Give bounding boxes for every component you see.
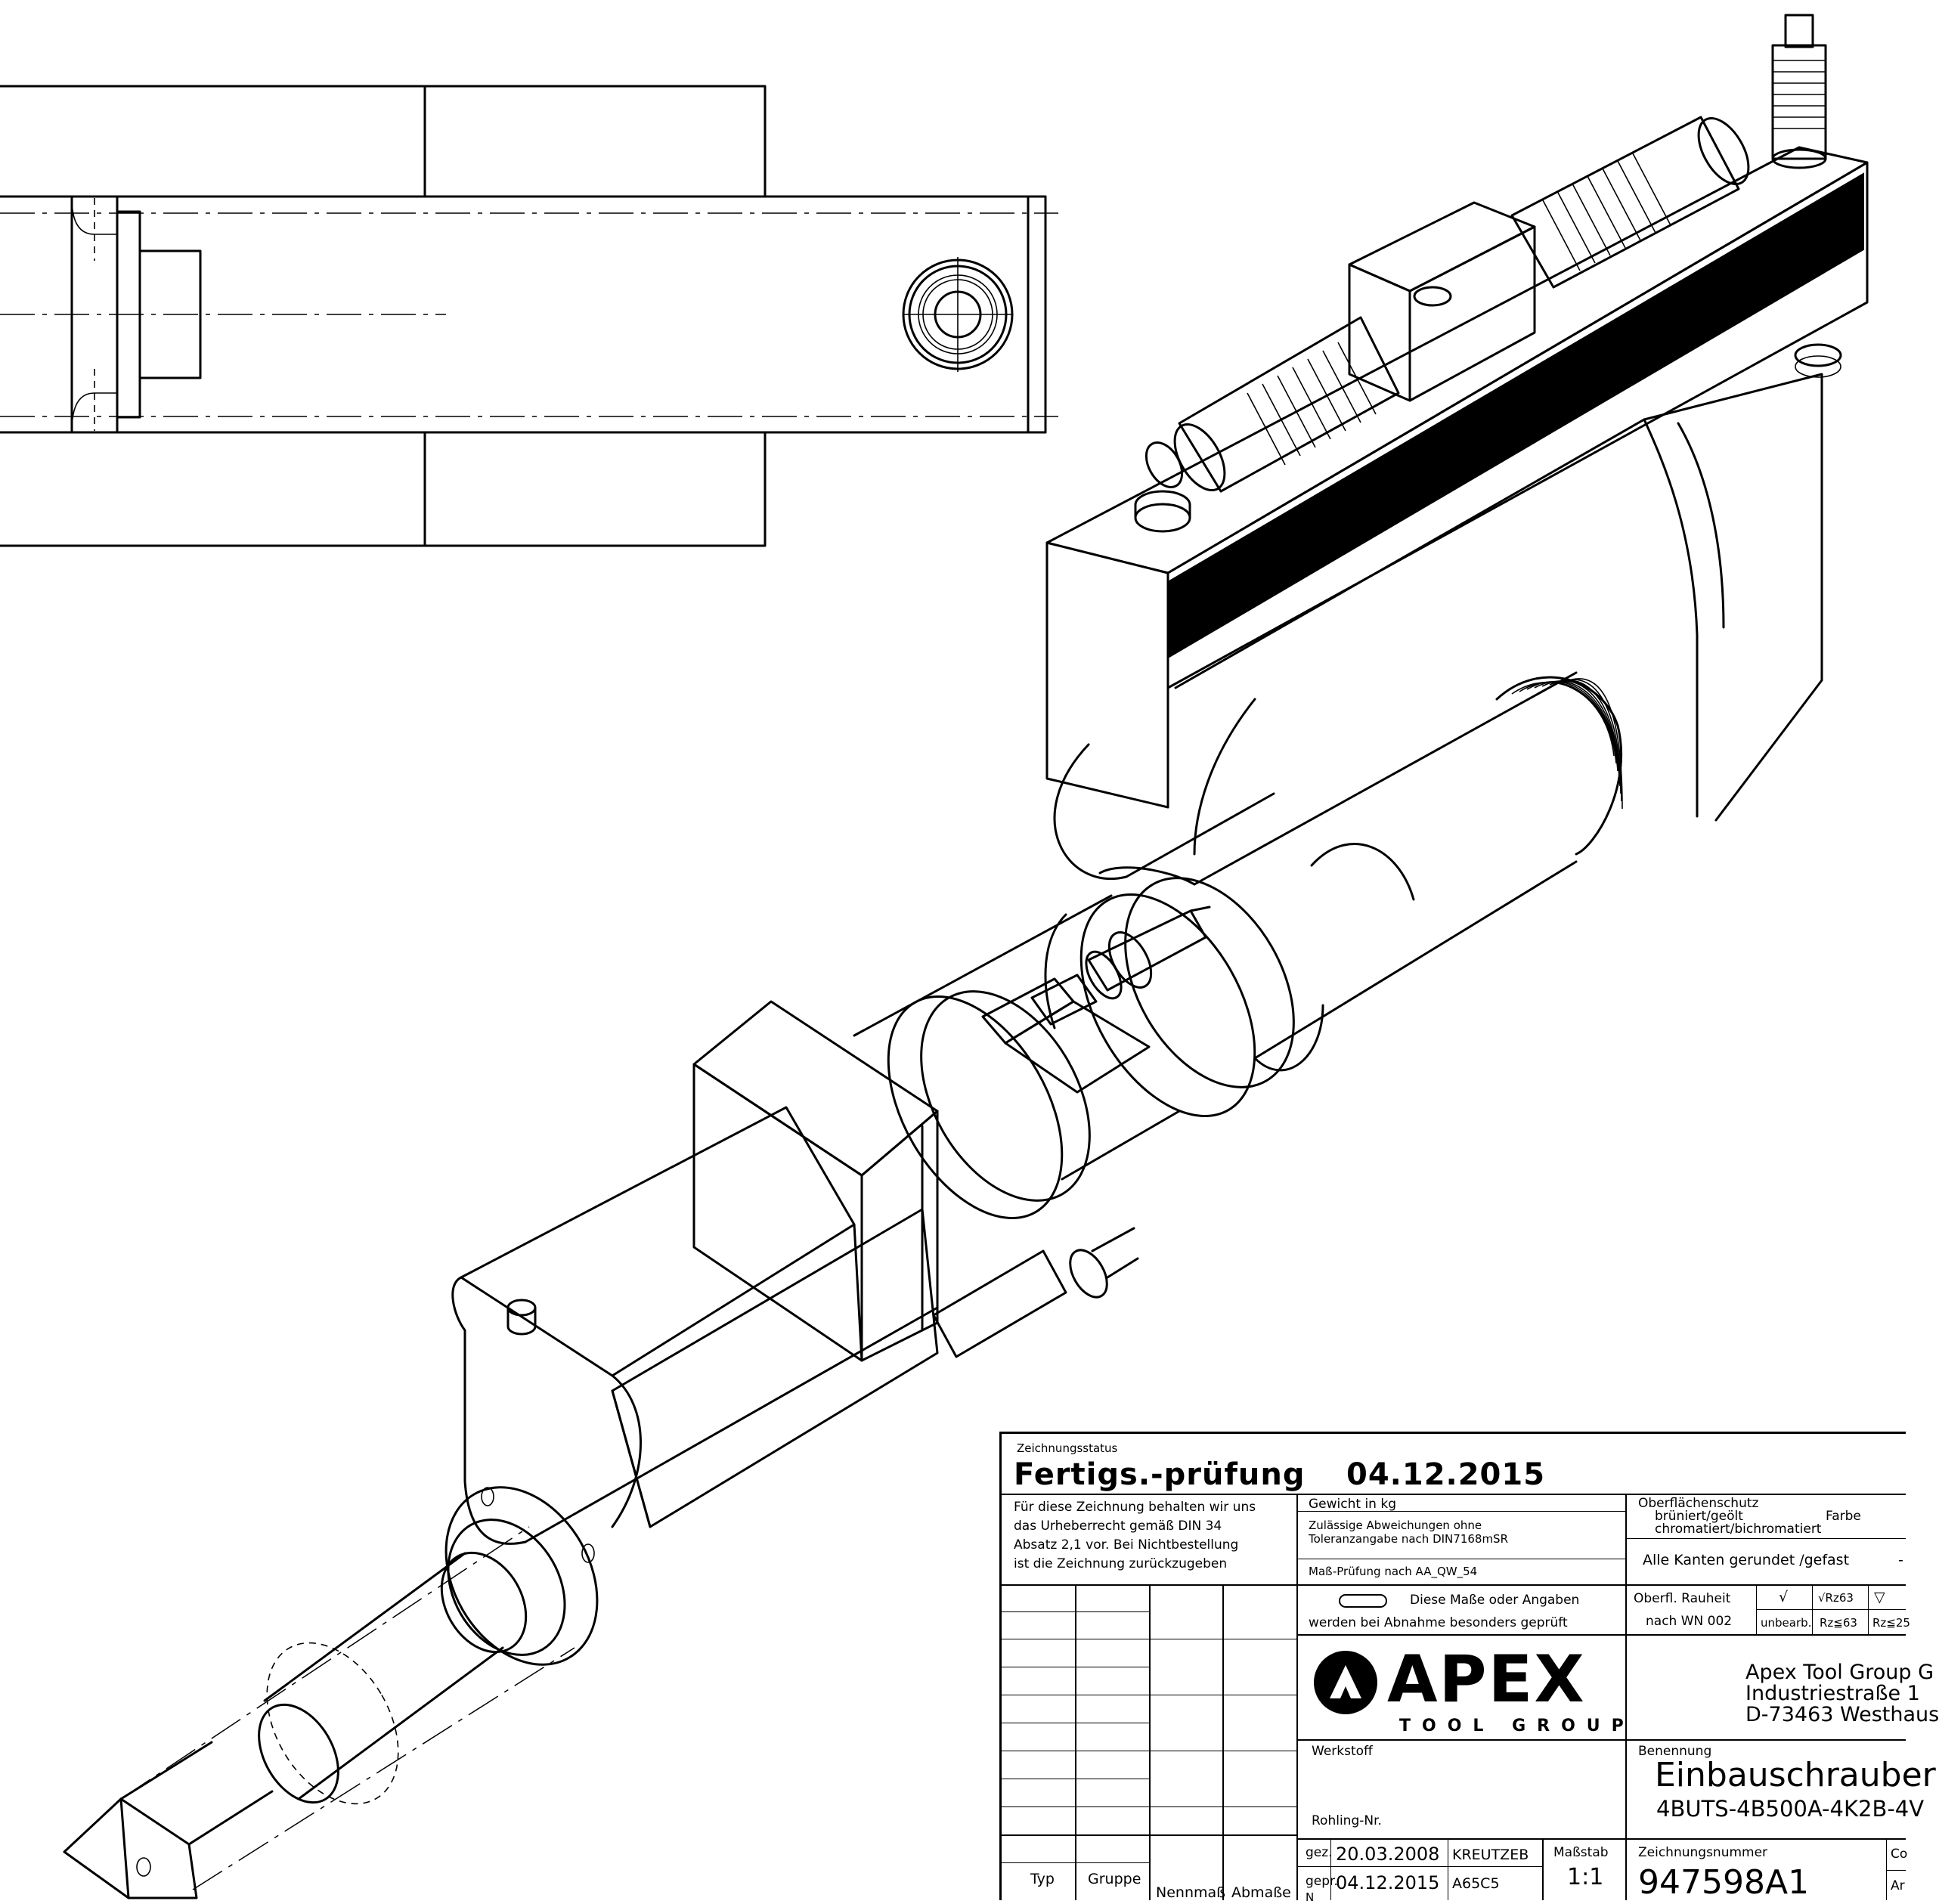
color-label: Farbe — [1826, 1509, 1861, 1524]
roughness-label-2: nach WN 002 — [1646, 1614, 1733, 1629]
edges-dash: - — [1898, 1552, 1903, 1568]
header-nominal: Nennmaß — [1156, 1884, 1226, 1901]
header-group: Gruppe — [1088, 1871, 1141, 1887]
apex-logo-icon — [1314, 1651, 1377, 1714]
copyright-line-1: Für diese Zeichnung behalten wir uns — [1014, 1500, 1256, 1515]
drawing-number-label: Zeichnungsnummer — [1638, 1845, 1768, 1860]
drawing-number: 947598A1 — [1638, 1863, 1810, 1902]
designation-title: Einbauschrauber — [1655, 1756, 1936, 1794]
tolerance-line-2: Toleranzangabe nach DIN7168mSR — [1309, 1532, 1509, 1546]
technical-drawing — [0, 14, 1869, 1899]
company-line-1: Apex Tool Group G — [1745, 1661, 1934, 1684]
sig-role-3: N — [1306, 1890, 1315, 1904]
roughness-value-2: Rz≦63 — [1820, 1616, 1857, 1630]
logo-word: APEX — [1387, 1642, 1586, 1717]
roughness-value-3: Rz≦25 — [1872, 1616, 1910, 1630]
status-label: Zeichnungsstatus — [1017, 1441, 1118, 1455]
special-check-line-2: werden bei Abnahme besonders geprüft — [1309, 1615, 1568, 1630]
status-value: Fertigs.-prüfung — [1014, 1457, 1306, 1492]
roughness-symbol-2: √Rz63 — [1818, 1591, 1854, 1605]
blank-number-label: Rohling-Nr. — [1312, 1813, 1382, 1828]
material-label: Werkstoff — [1312, 1744, 1373, 1759]
roughness-value-1: unbearb. — [1761, 1616, 1812, 1630]
sig-role-1: gez. — [1306, 1845, 1333, 1860]
weight-label: Gewicht in kg — [1309, 1497, 1396, 1512]
company-line-3: D-73463 Westhaus — [1745, 1703, 1939, 1726]
tolerance-line-1: Zulässige Abweichungen ohne — [1309, 1519, 1482, 1532]
copyright-line-4: ist die Zeichnung zurückzugeben — [1014, 1556, 1228, 1571]
surface-protection-label: Oberflächenschutz — [1638, 1496, 1759, 1511]
logo-subtitle: TOOL GROUP — [1399, 1717, 1635, 1735]
sig-date-2: 04.12.2015 — [1336, 1872, 1440, 1893]
inspection-mark-symbol — [1339, 1594, 1387, 1608]
copyright-line-3: Absatz 2,1 vor. Bei Nichtbestellung — [1014, 1537, 1239, 1553]
surface-protection-line-1: brüniert/geölt — [1655, 1509, 1743, 1524]
isometric-view — [63, 14, 1869, 1899]
measure-check: Maß-Prüfung nach AA_QW_54 — [1309, 1565, 1478, 1578]
designation-subtitle: 4BUTS-4B500A-4K2B-4V — [1656, 1796, 1925, 1822]
header-type: Typ — [1030, 1871, 1055, 1887]
company-line-2: Industriestraße 1 — [1745, 1682, 1920, 1705]
front-view — [0, 85, 1058, 547]
roughness-symbol-3: ▽ — [1874, 1589, 1885, 1605]
roughness-symbol-1: √ — [1779, 1589, 1789, 1605]
roughness-label-1: Oberfl. Rauheit — [1634, 1591, 1731, 1606]
sig-name-2: A65C5 — [1452, 1875, 1500, 1892]
sig-role-2: gepr. — [1306, 1874, 1338, 1889]
corner-label-2: Ar — [1891, 1878, 1905, 1893]
special-check-line-1: Diese Maße oder Angaben — [1410, 1593, 1580, 1608]
scale-value: 1:1 — [1567, 1864, 1604, 1890]
sig-date-1: 20.03.2008 — [1336, 1844, 1440, 1865]
sig-name-1: KREUTZEB — [1452, 1847, 1529, 1863]
designation-label: Benennung — [1638, 1744, 1712, 1759]
copyright-line-2: das Urheberrecht gemäß DIN 34 — [1014, 1519, 1222, 1534]
edges-note: Alle Kanten gerundet /gefast — [1643, 1552, 1850, 1568]
status-date: 04.12.2015 — [1346, 1457, 1546, 1492]
surface-protection-line-2: chromatiert/bichromatiert — [1655, 1522, 1822, 1537]
corner-label-1: Co — [1891, 1847, 1908, 1862]
title-block: Zeichnungsstatus Fertigs.-prüfung 04.12.… — [999, 1432, 1939, 1904]
scale-label: Maßstab — [1553, 1845, 1609, 1860]
header-deviation: Abmaße — [1231, 1884, 1291, 1901]
